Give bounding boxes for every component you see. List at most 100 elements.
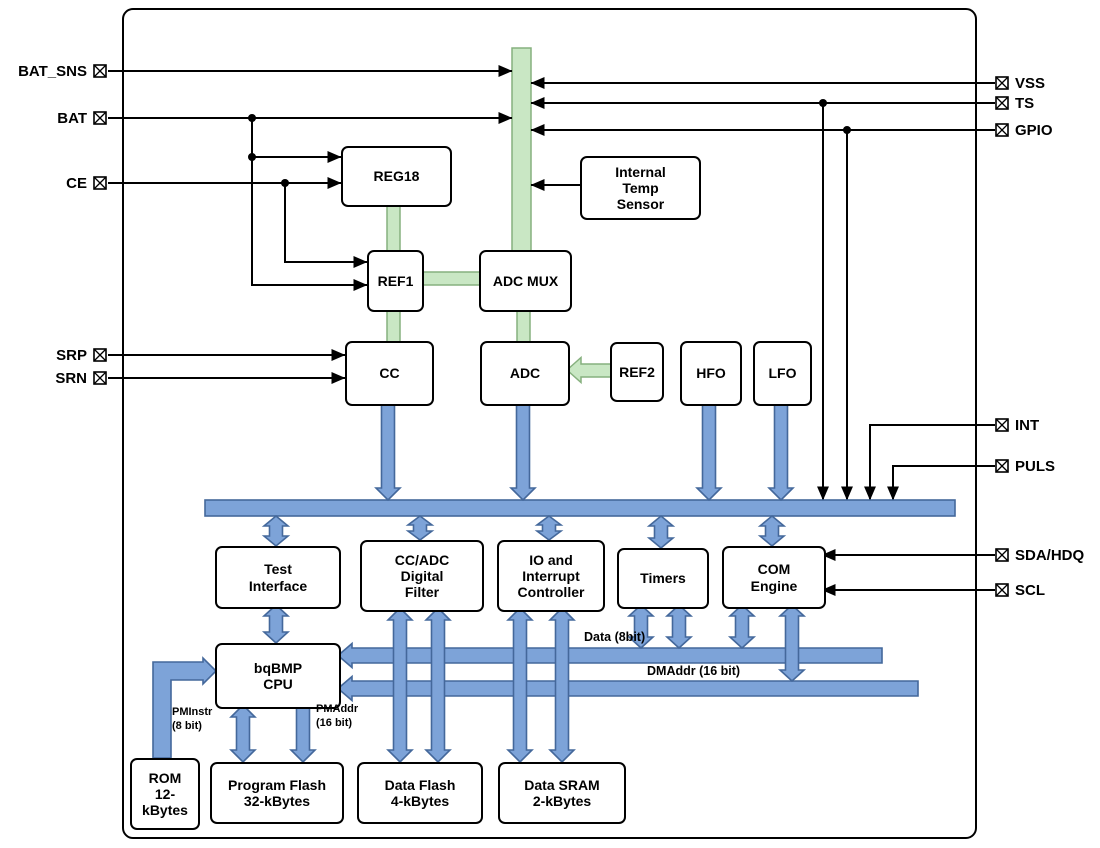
block-cc: CC (345, 341, 434, 406)
timers-databus-arrow-2 (664, 603, 694, 650)
junction-dot (248, 114, 256, 122)
block-label: Data Flash 4-kBytes (384, 776, 456, 809)
pin-label: SRP (56, 346, 87, 364)
cpu-programflash-pminstr-arrow (229, 703, 257, 764)
pin-label: BAT_SNS (18, 62, 87, 80)
analog-connections (386, 47, 613, 385)
block-internal-temp-sensor: Internal Temp Sensor (580, 156, 701, 220)
pin-label: PULS (1015, 457, 1056, 475)
block-label: LFO (768, 365, 797, 382)
block-com-engine: COM Engine (722, 546, 826, 609)
dmaddrbus-label: DMAddr (16 bit) (647, 664, 741, 678)
ref1-adcmux-link (418, 271, 481, 286)
block-label: Test Interface (248, 561, 308, 594)
block-program-flash: Program Flash 32-kBytes (210, 762, 344, 824)
block-lfo: LFO (753, 341, 812, 406)
pin-label: BAT (57, 109, 87, 127)
pin-pad-icon (93, 176, 107, 190)
data-bus (336, 641, 883, 670)
block-label: REF2 (619, 363, 655, 380)
block-label: CC (379, 365, 400, 382)
rom-to-cpu-arrow (152, 656, 218, 759)
wire-int (864, 424, 995, 501)
pin-int: INT (995, 416, 1039, 434)
pmaddr-label: PMAddr (16 bit) (316, 703, 359, 729)
cpu-programflash-pmaddr-arrow (289, 704, 317, 764)
block-bqbmp-cpu: bqBMP CPU (215, 643, 341, 709)
pin-ts: TS (995, 94, 1034, 112)
block-hfo: HFO (680, 341, 742, 406)
pin-srn: SRN (6, 369, 107, 387)
pin-pad-icon (995, 459, 1009, 473)
pin-pad-icon (93, 111, 107, 125)
pin-label: SCL (1015, 581, 1045, 599)
comengine-databus-arrow (727, 603, 757, 650)
block-ref2: REF2 (610, 342, 664, 402)
pin-label: INT (1015, 416, 1040, 434)
buses (152, 499, 956, 759)
block-adc: ADC (480, 341, 570, 406)
block-rom: ROM 12- kBytes (130, 758, 200, 830)
chip-boundary (122, 8, 977, 839)
testinterface-cpu-arrow (261, 603, 291, 645)
block-ref1: REF1 (367, 250, 424, 312)
block-label: ADC MUX (492, 272, 559, 289)
junction-dot (248, 153, 256, 161)
pin-vss: VSS (995, 74, 1045, 92)
pin-bat: BAT (6, 109, 107, 127)
pin-sda-hdq: SDA/HDQ (995, 546, 1084, 564)
block-label: Program Flash 32-kBytes (227, 776, 327, 809)
wire-bat-to-ref1 (251, 118, 368, 291)
block-data-sram: Data SRAM 2-kBytes (498, 762, 626, 824)
bus-testinterface-arrow (261, 514, 291, 548)
junction-dot (281, 179, 289, 187)
hfo-to-bus-arrow (695, 401, 723, 502)
comengine-dmaddrbus-arrow (777, 603, 807, 683)
lfo-to-bus-arrow (767, 401, 795, 502)
main-bus (204, 499, 956, 517)
block-label: REF1 (377, 272, 414, 289)
timers-databus-arrow-1 (626, 603, 656, 650)
block-label: IO and Interrupt Controller (517, 551, 585, 601)
dmaddr-bus (336, 674, 919, 703)
pin-pad-icon (995, 583, 1009, 597)
block-label: Internal Temp Sensor (615, 163, 666, 213)
pin-gpio: GPIO (995, 121, 1053, 139)
adc-to-bus-arrow (509, 401, 537, 502)
pin-puls: PULS (995, 457, 1055, 475)
junction-dot (819, 99, 827, 107)
pminstr-label: PMInstr (8 bit) (172, 706, 213, 732)
reg18-ref1-link (386, 200, 401, 253)
pin-pad-icon (93, 64, 107, 78)
wire-ce-to-ref1 (284, 183, 368, 268)
pin-bat-sns: BAT_SNS (6, 62, 107, 80)
pin-pad-icon (995, 76, 1009, 90)
block-label: CC/ADC Digital Filter (394, 551, 450, 601)
bus-comengine-arrow (757, 514, 787, 548)
block-label: ROM 12- kBytes (142, 769, 188, 819)
pin-pad-icon (995, 548, 1009, 562)
wire-puls (887, 465, 995, 501)
pin-label: VSS (1015, 74, 1046, 92)
block-test-interface: Test Interface (215, 546, 341, 609)
bus-timers-arrow (646, 514, 676, 550)
block-label: HFO (696, 365, 726, 382)
pin-pad-icon (995, 96, 1009, 110)
block-data-flash: Data Flash 4-kBytes (357, 762, 483, 824)
block-io-interrupt-controller: IO and Interrupt Controller (497, 540, 605, 612)
block-timers: Timers (617, 548, 709, 609)
pin-srp: SRP (6, 346, 107, 364)
pin-ce: CE (6, 174, 107, 192)
block-label: REG18 (373, 168, 420, 185)
pin-label: SDA/HDQ (1015, 546, 1085, 564)
bus-iocontroller-arrow (534, 515, 564, 541)
cc-to-bus-arrow (374, 401, 402, 502)
databus-label: Data (8bit) (584, 630, 646, 644)
block-cc-adc-digital-filter: CC/ADC Digital Filter (360, 540, 484, 612)
pin-label: CE (66, 174, 87, 192)
pin-label: TS (1015, 94, 1035, 112)
pin-pad-icon (93, 348, 107, 362)
block-label: Timers (640, 570, 686, 587)
